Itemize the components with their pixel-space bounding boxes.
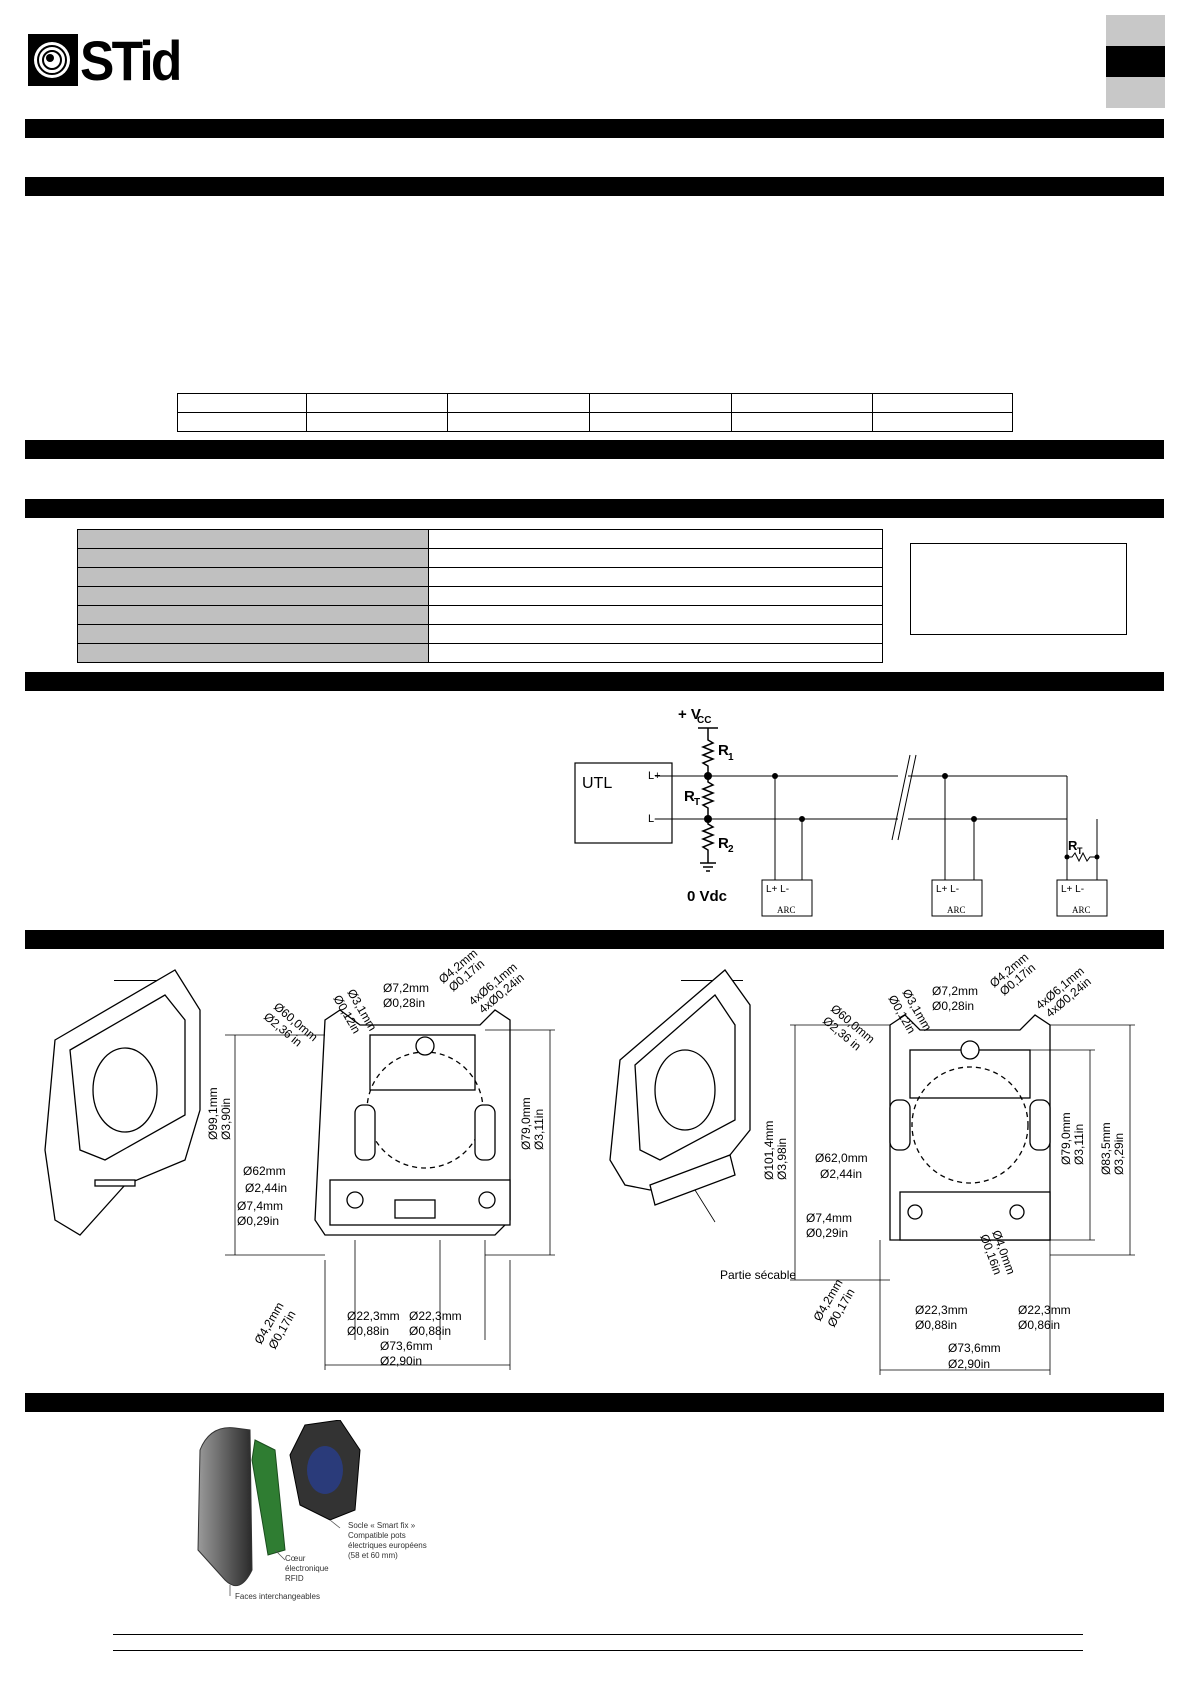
svg-text:Ø79,0mm: Ø79,0mm	[519, 1097, 533, 1150]
rt-end-label: R	[1068, 838, 1078, 853]
footer-rule	[113, 1650, 1083, 1651]
tab-block-active	[1106, 46, 1165, 77]
svg-text:Ø0,86in: Ø0,86in	[1018, 1318, 1060, 1332]
table-row	[77, 529, 883, 549]
info-box	[910, 543, 1127, 635]
svg-text:Ø2,90in: Ø2,90in	[948, 1357, 990, 1371]
section-header-bar	[25, 499, 1164, 518]
svg-text:Ø83,5mm: Ø83,5mm	[1099, 1122, 1113, 1175]
arc-label: ARC	[947, 905, 966, 915]
footer-rule	[113, 1634, 1083, 1635]
svg-text:Ø0,88in: Ø0,88in	[409, 1324, 451, 1338]
svg-text:Ø62,0mm: Ø62,0mm	[815, 1151, 868, 1165]
svg-text:2: 2	[728, 844, 734, 855]
l-plus-label: L+	[648, 770, 661, 782]
svg-text:Ø2,44in: Ø2,44in	[245, 1181, 287, 1195]
logo-emblem-icon	[28, 34, 78, 86]
svg-text:Ø3,11in: Ø3,11in	[532, 1109, 546, 1150]
table-row	[77, 548, 883, 568]
svg-text:RFID: RFID	[285, 1574, 304, 1583]
section-header-bar	[25, 119, 1164, 138]
table-row	[177, 393, 1013, 413]
svg-text:Ø22,3mm: Ø22,3mm	[915, 1303, 968, 1317]
svg-text:Ø22,3mm: Ø22,3mm	[347, 1309, 400, 1323]
table-row	[77, 643, 883, 663]
svg-text:Ø0,29in: Ø0,29in	[806, 1226, 848, 1240]
svg-text:Cœur: Cœur	[285, 1554, 306, 1563]
svg-text:Ø101,4mm: Ø101,4mm	[762, 1121, 776, 1180]
svg-text:Ø2,44in: Ø2,44in	[820, 1167, 862, 1181]
svg-text:Ø79,0mm: Ø79,0mm	[1059, 1112, 1073, 1165]
section-header-bar	[25, 177, 1164, 196]
svg-text:Ø99,1mm: Ø99,1mm	[206, 1087, 220, 1140]
ground-label: 0 Vdc	[687, 888, 727, 905]
section-header-bar	[25, 440, 1164, 459]
svg-text:Ø3,11in: Ø3,11in	[1072, 1124, 1086, 1165]
dimension-drawing-right: Ø3,1mm Ø0,12in Ø7,2mm Ø0,28in Ø4,2mm Ø0,…	[609, 950, 1135, 1375]
tab-block	[1106, 15, 1165, 46]
utl-label: UTL	[582, 775, 612, 792]
dimension-drawing-left: Ø3,1mm Ø0,12in Ø7,2mm Ø0,28in Ø4,2mm Ø0,…	[44, 950, 555, 1370]
svg-text:CC: CC	[697, 715, 711, 726]
wiring-diagram: + V CC R 1 R T R 2 0 Vdc UTL L+ L- R T L…	[574, 706, 1108, 917]
arc-label: ARC	[1072, 905, 1091, 915]
r1-label: R	[718, 742, 729, 759]
table-row	[77, 605, 883, 625]
svg-text:Ø0,88in: Ø0,88in	[915, 1318, 957, 1332]
rt-label: R	[684, 788, 695, 805]
svg-text:T: T	[694, 797, 700, 808]
svg-text:électriques européens: électriques européens	[348, 1541, 427, 1550]
svg-text:Ø22,3mm: Ø22,3mm	[409, 1309, 462, 1323]
node-terminals: L+ L-	[1061, 884, 1084, 895]
table-row	[77, 567, 883, 587]
svg-text:Ø3,90in: Ø3,90in	[219, 1098, 233, 1140]
vcc-label: + V	[678, 706, 701, 723]
table-row	[77, 586, 883, 606]
exploded-view-illustration: Socle « Smart fix » Compatible pots élec…	[197, 1420, 427, 1601]
svg-text:Ø3,98in: Ø3,98in	[775, 1138, 789, 1180]
svg-text:Ø7,2mm: Ø7,2mm	[932, 984, 978, 998]
svg-text:Ø7,2mm: Ø7,2mm	[383, 981, 429, 995]
svg-text:Ø0,88in: Ø0,88in	[347, 1324, 389, 1338]
svg-text:Ø0,29in: Ø0,29in	[237, 1214, 279, 1228]
svg-text:Ø0,28in: Ø0,28in	[383, 996, 425, 1010]
tab-block	[1106, 77, 1165, 108]
r2-label: R	[718, 835, 729, 852]
svg-text:Ø2,90in: Ø2,90in	[380, 1354, 422, 1368]
svg-text:Ø73,6mm: Ø73,6mm	[948, 1341, 1001, 1355]
svg-text:Ø3,29in: Ø3,29in	[1112, 1133, 1126, 1175]
node-terminals: L+ L-	[936, 884, 959, 895]
l-minus-label: L-	[648, 813, 658, 825]
node-terminals: L+ L-	[766, 884, 789, 895]
svg-text:Ø62mm: Ø62mm	[243, 1164, 286, 1178]
svg-text:1: 1	[728, 752, 734, 763]
compatibility-table	[177, 393, 1013, 432]
svg-text:Ø0,28in: Ø0,28in	[932, 999, 974, 1013]
section-header-bar	[25, 672, 1164, 691]
svg-text:Ø7,4mm: Ø7,4mm	[237, 1199, 283, 1213]
view-label-underline	[114, 980, 174, 981]
breakable-part-label: Partie sécable	[720, 1268, 796, 1282]
section-header-bar	[25, 1393, 1164, 1412]
brand-logo: STid	[28, 29, 188, 92]
svg-text:(58 et 60 mm): (58 et 60 mm)	[348, 1551, 398, 1560]
section-header-bar	[25, 930, 1164, 949]
section-tabs	[1106, 15, 1165, 108]
table-row	[177, 412, 1013, 432]
svg-text:Ø22,3mm: Ø22,3mm	[1018, 1303, 1071, 1317]
table-row	[77, 624, 883, 644]
svg-text:Faces interchangeables: Faces interchangeables	[235, 1592, 320, 1601]
svg-text:Socle « Smart fix »: Socle « Smart fix »	[348, 1521, 416, 1530]
arc-label: ARC	[777, 905, 796, 915]
svg-text:Ø7,4mm: Ø7,4mm	[806, 1211, 852, 1225]
svg-text:Compatible pots: Compatible pots	[348, 1531, 406, 1540]
svg-text:T: T	[1077, 846, 1083, 856]
svg-text:Ø73,6mm: Ø73,6mm	[380, 1339, 433, 1353]
svg-text:électronique: électronique	[285, 1564, 329, 1573]
logo-wordmark: STid	[80, 29, 182, 92]
spec-table	[77, 529, 883, 663]
